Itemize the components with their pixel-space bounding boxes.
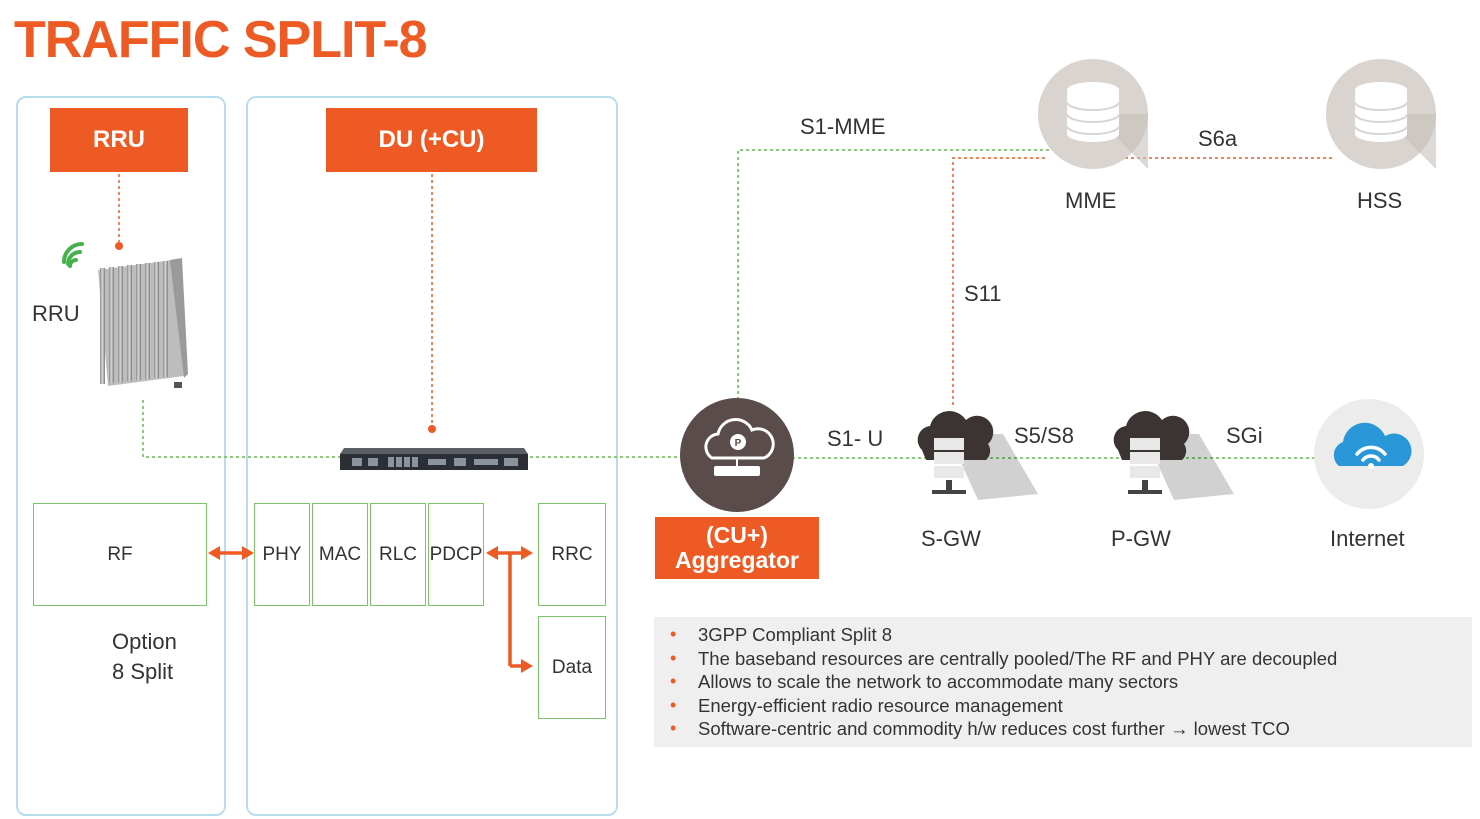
cloud-router-icon: P xyxy=(680,398,794,512)
mme-label: MME xyxy=(1065,188,1117,213)
rf-box: RF xyxy=(33,503,207,606)
rru-header: RRU xyxy=(50,108,188,172)
database-icon xyxy=(1038,59,1148,169)
s6a-label: S6a xyxy=(1198,126,1238,151)
du-panel xyxy=(246,96,618,816)
page-title: TRAFFIC SPLIT-8 xyxy=(14,11,428,69)
note-item: 3GPP Compliant Split 8 xyxy=(670,623,1472,647)
note-item: Allows to scale the network to accommoda… xyxy=(670,670,1472,694)
aggregator-label-line2: Aggregator xyxy=(675,547,799,573)
option-split-line1: Option xyxy=(112,629,177,654)
note-item: Energy-efficient radio resource manageme… xyxy=(670,694,1472,718)
pdcp-box: PDCP xyxy=(428,503,484,606)
rru-device-label: RRU xyxy=(32,301,80,326)
notes-list: 3GPP Compliant Split 8 The baseband reso… xyxy=(654,617,1472,741)
hss-label: HSS xyxy=(1357,188,1403,213)
radio-unit-icon xyxy=(98,258,188,388)
phy-box: PHY xyxy=(254,503,310,606)
du-header-dot xyxy=(428,425,436,433)
aggregator-label-line1: (CU+) xyxy=(706,522,768,548)
rack-server-icon xyxy=(340,448,528,470)
du-header: DU (+CU) xyxy=(326,108,537,172)
note-item: Software-centric and commodity h/w reduc… xyxy=(670,717,1472,741)
pgw-label: P-GW xyxy=(1111,526,1171,551)
rrc-box: RRC xyxy=(538,503,606,606)
option-split-line2: 8 Split xyxy=(112,659,174,684)
s1-mme-label: S1-MME xyxy=(800,114,886,139)
mac-box: MAC xyxy=(312,503,368,606)
s11-line xyxy=(952,157,1045,405)
s5-s8-label: S5/S8 xyxy=(1014,423,1074,448)
aggregator-label: (CU+) Aggregator xyxy=(655,517,819,579)
s1-u-label: S1- U xyxy=(827,426,884,451)
rru-panel xyxy=(16,96,226,816)
note-item: The baseband resources are centrally poo… xyxy=(670,647,1472,671)
s11-label: S11 xyxy=(964,281,1002,306)
sgw-label: S-GW xyxy=(921,526,981,551)
data-box: Data xyxy=(538,616,606,719)
internet-label: Internet xyxy=(1330,526,1405,551)
cloud-wifi-icon xyxy=(1314,399,1424,509)
rlc-box: RLC xyxy=(370,503,426,606)
svg-text:P: P xyxy=(735,438,742,449)
cloud-server-icon xyxy=(917,411,1038,500)
cloud-server-icon xyxy=(1113,411,1234,500)
rru-header-dot xyxy=(115,242,123,250)
wifi-signal-icon xyxy=(62,242,84,268)
s1-mme-line xyxy=(737,149,1050,400)
database-icon xyxy=(1326,59,1436,169)
notes-box: 3GPP Compliant Split 8 The baseband reso… xyxy=(654,617,1472,747)
sgi-label: SGi xyxy=(1226,423,1263,448)
